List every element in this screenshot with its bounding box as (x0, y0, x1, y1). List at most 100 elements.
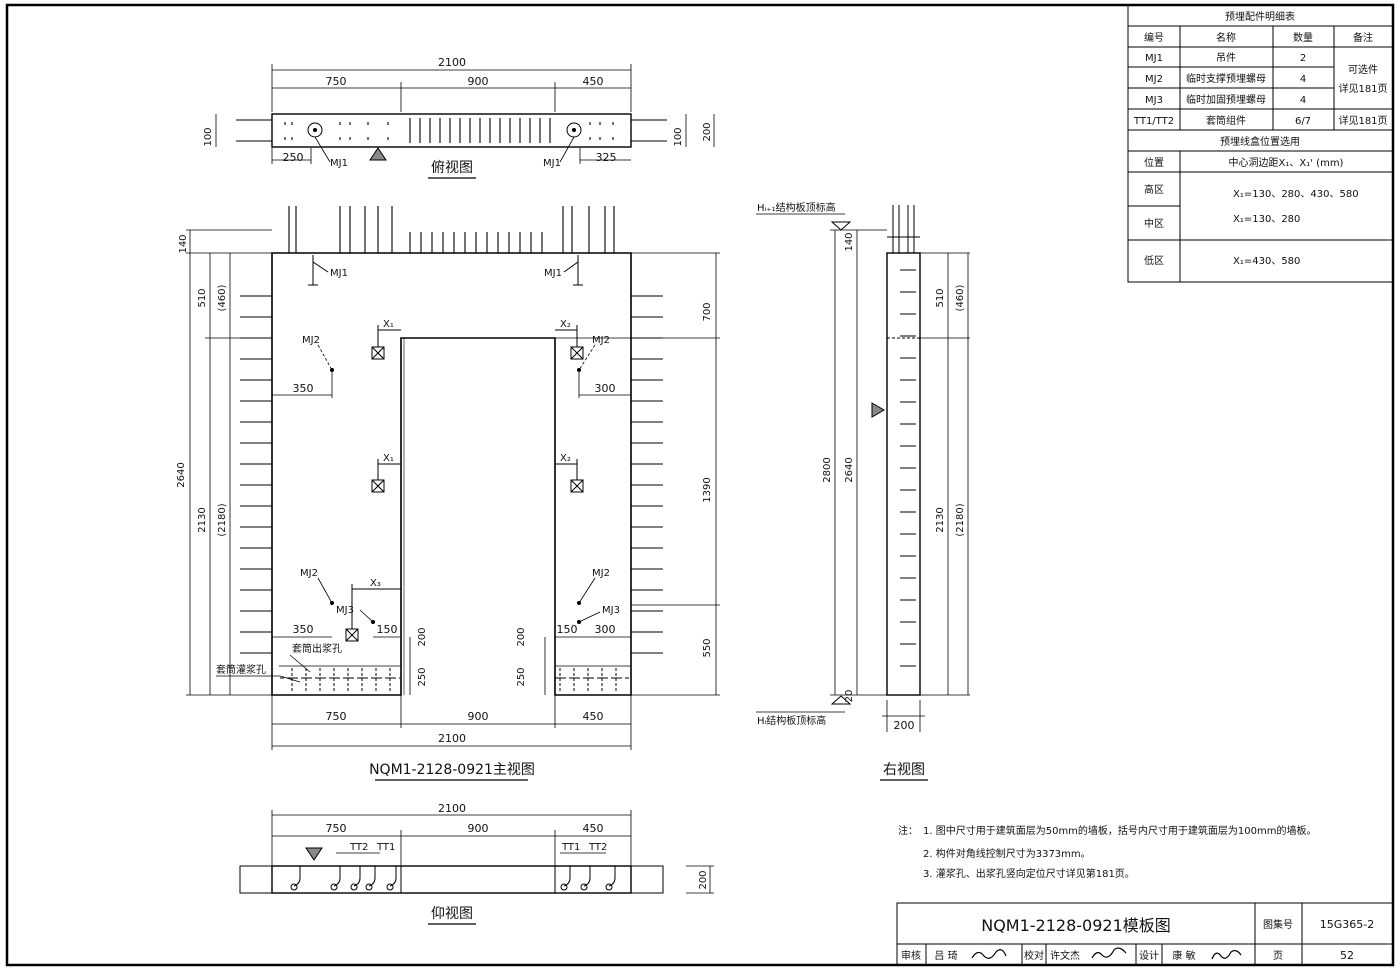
right-dim-460: (460) (955, 284, 966, 311)
top-label-mj1-left: MJ1 (330, 158, 348, 169)
drawing-title: NQM1-2128-0921模板图 (981, 916, 1171, 935)
front-dim-250-right: 250 (516, 667, 527, 686)
bottom-dim-a: 750 (326, 822, 347, 835)
front-dim-350-upper: 350 (293, 382, 314, 395)
notes-prefix: 注： (898, 824, 918, 837)
title-block: NQM1-2128-0921模板图 图集号 15G365-2 审核 吕 琦 校对… (896, 902, 1394, 966)
right-dim-2180: (2180) (955, 503, 966, 536)
notes: 注： 1. 图中尺寸用于建筑面层为50mm的墙板，括号内尺寸用于建筑面层为100… (898, 824, 1317, 880)
top-dim-250: 250 (283, 151, 304, 164)
top-view-outline (271, 113, 632, 148)
bottom-label-tt2-right: TT2 (588, 842, 607, 853)
front-dim-2130: 2130 (197, 507, 208, 532)
front-dim-350-lower: 350 (293, 623, 314, 636)
parts-row4-code: TT1/TT2 (1133, 116, 1174, 127)
front-dim-250-left: 250 (417, 667, 428, 686)
box-row3-value: X₁=430、580 (1233, 256, 1300, 267)
parts-row3-qty: 4 (1300, 95, 1306, 106)
front-label-mj2-ur: MJ2 (592, 335, 610, 346)
right-dim-2130: 2130 (935, 507, 946, 532)
box-header-zone: 位置 (1144, 156, 1164, 169)
right-dim-2640: 2640 (844, 457, 855, 482)
front-label-x3: X₃ (370, 578, 381, 589)
bottom-dim-200: 200 (698, 870, 709, 889)
parts-row2-code: MJ2 (1145, 74, 1163, 85)
front-label-x1-ml: X₁ (383, 453, 394, 464)
front-dim-700: 700 (702, 302, 713, 321)
box-table-title: 预埋线盒位置选用 (1220, 135, 1300, 148)
right-dim-510: 510 (935, 288, 946, 307)
design-label: 设计 (1139, 949, 1159, 962)
bottom-label-tt1-right: TT1 (561, 842, 580, 853)
front-label-mj2-lr: MJ2 (592, 568, 610, 579)
top-dim-200: 200 (702, 122, 713, 141)
designer-name: 康 敏 (1172, 949, 1195, 962)
grout-outlet-label: 套筒出浆孔 (292, 642, 342, 655)
right-triangle-marker (871, 402, 885, 418)
front-dim-1390: 1390 (702, 477, 713, 502)
page-number: 52 (1340, 949, 1354, 962)
front-label-mj3-left: MJ3 (336, 605, 354, 616)
bottom-view-title: 仰视图 (431, 906, 473, 922)
front-dim-140: 140 (178, 234, 189, 253)
bottom-view: 2100 750 900 450 200 TT2 TT1 TT1 TT2 仰视图 (239, 802, 714, 925)
designer-signature (1211, 949, 1242, 960)
front-label-mj2-ll: MJ2 (300, 568, 318, 579)
front-dim-2640: 2640 (176, 462, 187, 487)
grout-inlet-label: 套筒灌浆孔 (216, 663, 266, 676)
front-dim-200-left: 200 (417, 627, 428, 646)
front-view-title: NQM1-2128-0921主视图 (369, 762, 535, 778)
atlas-number: 15G365-2 (1320, 918, 1374, 931)
parts-row1-name: 吊件 (1216, 52, 1236, 64)
front-dim-550: 550 (702, 638, 713, 657)
checker-name: 许文杰 (1050, 949, 1080, 962)
bottom-label-tt1-left: TT1 (376, 842, 395, 853)
front-dim-total: 2100 (438, 732, 466, 745)
top-view: 2100 750 900 450 250 325 MJ1 MJ1 100 (203, 56, 715, 179)
top-label-mj1-right: MJ1 (543, 158, 561, 169)
page-label: 页 (1273, 950, 1283, 962)
parts-row3-name: 临时加固预埋螺母 (1186, 93, 1266, 106)
box-header-value: 中心洞边距X₁、X₁' (mm) (1229, 156, 1344, 169)
front-dim-460: (460) (217, 284, 228, 311)
review-label: 审核 (901, 949, 921, 962)
parts-note-see-a: 详见181页 (1338, 82, 1387, 95)
parts-header-name: 名称 (1216, 31, 1236, 44)
top-dim-100-left: 100 (203, 127, 214, 146)
box-row1-value: X₁=130、280、430、580 (1233, 189, 1359, 200)
box-row3-zone: 低区 (1144, 254, 1164, 267)
parts-table-title: 预埋配件明细表 (1225, 10, 1295, 23)
front-label-mj1-left: MJ1 (330, 268, 348, 279)
triangle-marker (369, 147, 387, 161)
bottom-label-tt2-left: TT2 (349, 842, 368, 853)
top-level-label: Hᵢ₊₁结构板顶标高 (757, 201, 836, 214)
right-view-title: 右视图 (883, 762, 925, 778)
front-label-x1-ul: X₁ (383, 319, 394, 330)
box-row2-value: X₁=130、280 (1233, 214, 1300, 225)
front-dim-b: 900 (468, 710, 489, 723)
front-dim-150-left: 150 (377, 623, 398, 636)
parts-row2-name: 临时支撑预埋螺母 (1186, 72, 1266, 85)
bottom-view-outline (271, 865, 632, 894)
parts-header-code: 编号 (1144, 31, 1164, 44)
front-label-x2-ur: X₂ (560, 319, 571, 330)
bottom-dim-total: 2100 (438, 802, 466, 815)
front-dim-150-right: 150 (557, 623, 578, 636)
right-view-outline (886, 252, 921, 696)
top-dim-total: 2100 (438, 56, 466, 69)
reviewer-signature (971, 949, 1007, 959)
parts-header-note: 备注 (1353, 31, 1373, 44)
top-dim-a: 750 (326, 75, 347, 88)
top-dim-100-right: 100 (673, 127, 684, 146)
parts-header-qty: 数量 (1293, 31, 1313, 44)
front-label-x2-mr: X₂ (560, 453, 571, 464)
note-2: 2. 构件对角线控制尺寸为3373mm。 (923, 847, 1091, 860)
front-dim-300-lower: 300 (595, 623, 616, 636)
front-dim-c: 450 (583, 710, 604, 723)
front-dim-510: 510 (197, 288, 208, 307)
bottom-level-label: Hᵢ结构板顶标高 (757, 714, 826, 727)
front-dim-200-right: 200 (516, 627, 527, 646)
parts-row4-name: 套筒组件 (1206, 114, 1246, 127)
sheet-border (5, 3, 1395, 967)
